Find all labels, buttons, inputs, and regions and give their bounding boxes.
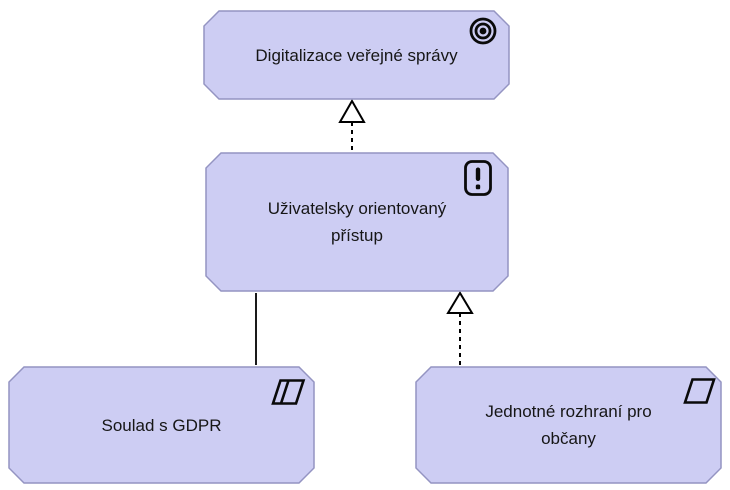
principle-exclamation-icon bbox=[464, 160, 492, 196]
realization-connector-requirement-to-principle[interactable] bbox=[446, 291, 474, 365]
requirement-parallelogram-icon bbox=[683, 378, 716, 404]
node-constraint-soulad-gdpr[interactable]: Soulad s GDPR bbox=[8, 366, 315, 484]
chamfered-box-shape bbox=[205, 152, 509, 292]
chamfered-box-shape bbox=[415, 366, 722, 484]
goal-target-icon bbox=[469, 17, 497, 45]
node-requirement-jednotne-rozhrani[interactable]: Jednotné rozhraní pro občany bbox=[415, 366, 722, 484]
constraint-parallelogram-icon bbox=[271, 379, 306, 405]
node-principle-uzivatelsky-pristup[interactable]: Uživatelsky orientovaný přístup bbox=[205, 152, 509, 292]
node-goal-digitalizace[interactable]: Digitalizace veřejné správy bbox=[203, 10, 510, 100]
realization-connector-principle-to-goal[interactable] bbox=[338, 98, 366, 151]
hollow-triangle-arrowhead bbox=[446, 291, 474, 314]
hollow-triangle-arrowhead bbox=[338, 98, 366, 123]
chamfered-box-shape bbox=[8, 366, 315, 484]
chamfered-box-shape bbox=[203, 10, 510, 100]
